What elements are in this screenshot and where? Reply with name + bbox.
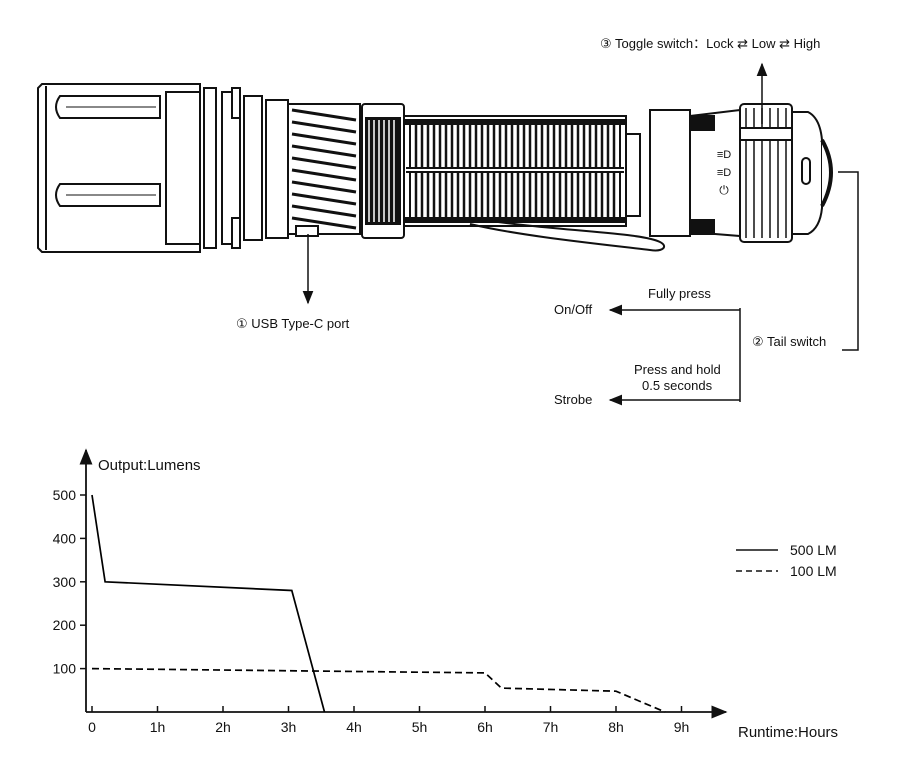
half-second-label: 0.5 seconds (642, 378, 713, 393)
x-tick-label: 9h (674, 719, 690, 735)
tail-switch-leader (838, 171, 859, 351)
body-tube (403, 115, 627, 227)
fully-press-label: Fully press (648, 286, 711, 301)
tail-switch-label: ② Tail switch (752, 334, 826, 349)
tail-cap: ≡D ≡D ⏻ (649, 103, 833, 243)
series-line-100-lm (91, 667, 666, 713)
mode-icon-high: ≡D (717, 149, 731, 161)
y-tick-label: 200 (53, 617, 77, 633)
y-tick-label: 300 (53, 574, 77, 590)
x-tick-label: 3h (281, 719, 297, 735)
onoff-label: On/Off (554, 302, 592, 317)
press-hold-label: Press and hold (634, 362, 721, 377)
x-tick-label: 2h (215, 719, 231, 735)
x-tick-label: 8h (608, 719, 624, 735)
y-axis-label: Output:Lumens (98, 457, 201, 474)
usb-callout: ① USB Type-C port (236, 234, 350, 331)
series-line-500-lm (91, 494, 326, 713)
y-tick-group: 100 200 300 400 500 (53, 487, 86, 677)
chart-legend: 500 LM 100 LM (736, 542, 837, 579)
mode-icon-low: ≡D (717, 167, 731, 179)
flashlight-head (37, 83, 289, 253)
x-tick-label: 0 (88, 719, 96, 735)
mode-icon-lock: ⏻ (719, 183, 729, 197)
x-tick-label: 6h (477, 719, 493, 735)
toggle-switch-label: ③ Toggle switch：Lock ⇄ Low ⇄ High (600, 36, 820, 51)
y-tick-label: 500 (53, 487, 77, 503)
x-tick-group: 0 1h 2h 3h 4h 5h 6h 7h 8h 9h (88, 706, 689, 735)
x-axis-label: Runtime:Hours (738, 724, 838, 741)
x-tick-label: 7h (543, 719, 559, 735)
x-tick-label: 4h (346, 719, 362, 735)
legend-label-100lm: 100 LM (790, 563, 837, 579)
toggle-callout: ③ Toggle switch：Lock ⇄ Low ⇄ High (600, 36, 820, 124)
legend-label-500lm: 500 LM (790, 542, 837, 558)
flashlight-illustration: ≡D ≡D ⏻ (37, 83, 833, 253)
y-tick-label: 100 (53, 661, 77, 677)
x-tick-label: 1h (150, 719, 166, 735)
usb-port-label: ① USB Type-C port (236, 316, 350, 331)
threaded-section (287, 103, 361, 237)
y-tick-label: 400 (53, 530, 77, 546)
tail-switch-callout: ② Tail switch (608, 171, 859, 406)
pocket-clip (469, 133, 666, 252)
runtime-chart: Output:Lumens Runtime:Hours 100 200 300 400… (53, 448, 838, 741)
knurled-collar (361, 103, 405, 239)
series-group (91, 494, 666, 713)
x-tick-label: 5h (412, 719, 428, 735)
strobe-label: Strobe (554, 392, 592, 407)
